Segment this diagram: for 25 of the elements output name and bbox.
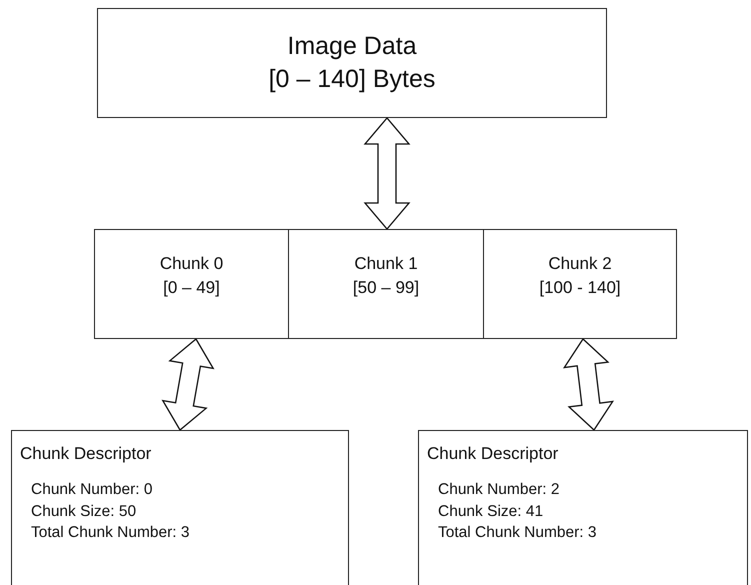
field-text: Total Chunk Number: 3 <box>438 523 597 543</box>
box-text: [50 – 99] <box>352 277 420 299</box>
descriptor-box <box>418 430 748 585</box>
process-box <box>288 229 484 339</box>
field-text: Chunk Number: 0 <box>31 480 152 500</box>
box-text: Chunk 0 <box>160 253 224 275</box>
process-box <box>97 8 607 118</box>
field-text: Chunk Number: 2 <box>438 480 560 500</box>
field-text: Total Chunk Number: 3 <box>31 523 190 543</box>
box-text: Image Data <box>287 31 417 62</box>
box-text: [0 – 140] Bytes <box>268 64 436 95</box>
double-block-arrow <box>364 117 410 230</box>
box-text: [100 - 140] <box>539 277 621 299</box>
box-text: [0 – 49] <box>163 277 220 299</box>
box-heading: Chunk Descriptor <box>427 443 558 465</box>
box-text: Chunk 1 <box>354 253 418 275</box>
process-box <box>94 229 289 339</box>
process-box <box>483 229 677 339</box>
double-block-arrow <box>162 338 214 431</box>
field-text: Chunk Size: 50 <box>31 502 136 522</box>
box-heading: Chunk Descriptor <box>20 443 152 465</box>
box-text: Chunk 2 <box>548 253 612 275</box>
descriptor-box <box>11 430 349 585</box>
field-text: Chunk Size: 41 <box>438 502 544 522</box>
double-block-arrow <box>562 338 614 431</box>
